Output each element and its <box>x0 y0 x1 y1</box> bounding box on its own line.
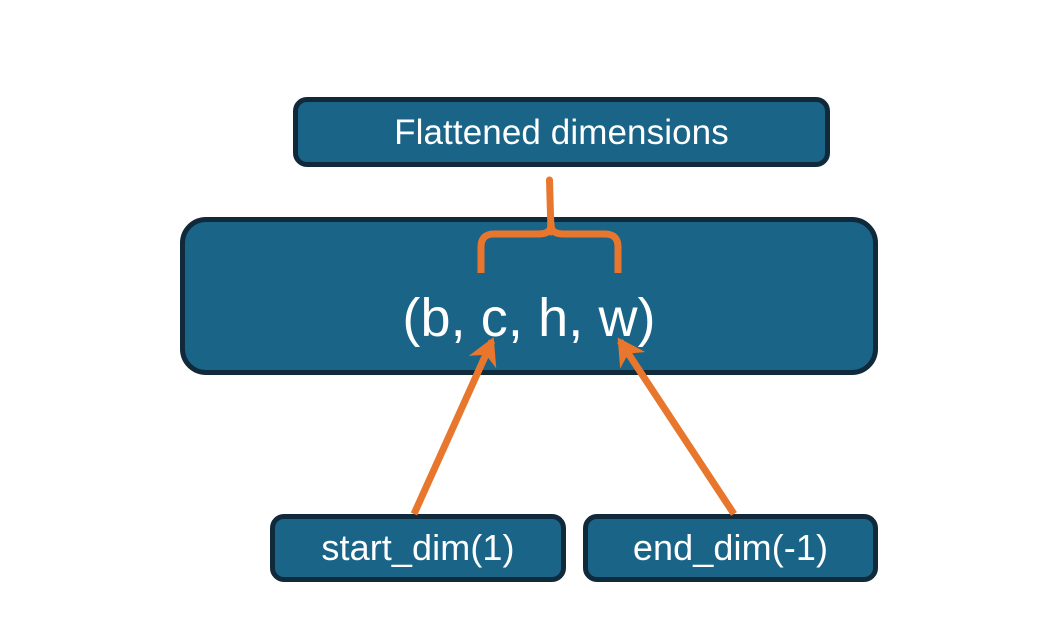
tensor-shape-node[interactable]: (b, c, h, w) <box>180 217 878 375</box>
flattened-dimensions-node[interactable]: Flattened dimensions <box>293 97 830 167</box>
tensor-shape-label: (b, c, h, w) <box>402 288 656 348</box>
end-dim-label: end_dim(-1) <box>632 527 829 568</box>
flattened-dimensions-label: Flattened dimensions <box>394 112 729 152</box>
start-dim-node[interactable]: start_dim(1) <box>270 514 566 582</box>
start-dim-label: start_dim(1) <box>321 527 515 568</box>
end-dim-node[interactable]: end_dim(-1) <box>583 514 878 582</box>
